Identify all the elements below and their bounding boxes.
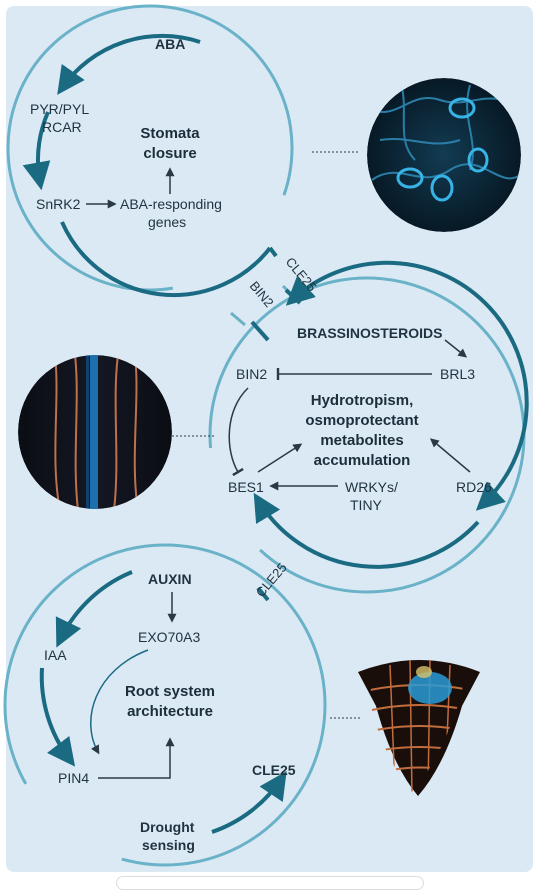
bin2-inhibits-bes1 [228,387,249,477]
brl3-label: BRL3 [440,366,475,382]
rd26-to-center [429,438,471,473]
middle-circle: BRASSINOSTEROIDS BIN2 BRL3 BES1 WRKYs/ T… [172,325,492,513]
inner-rings [22,33,529,834]
rd26-label: RD26 [456,479,492,495]
wrkys-label: WRKYs/ [345,479,398,495]
br-to-brl3 [444,339,468,358]
sensing-label: sensing [142,837,195,853]
cle25-top-connector: CLE25 [283,254,320,294]
root-tip-image [358,659,480,796]
cle25-bottom-connector: CLE25 [253,560,290,600]
metabolites-title: metabolites [320,432,403,449]
bin2-label: BIN2 [236,366,267,382]
drought-label: Drought [140,819,195,835]
auxin-label: AUXIN [148,571,192,587]
bes1-label: BES1 [228,479,264,495]
iaa-label: IAA [44,647,67,663]
bottom-circle: AUXIN IAA EXO70A3 PIN4 CLE25 Drought sen… [44,571,362,853]
stomata-image [367,78,521,232]
exo70a3-to-pin4 [90,649,149,755]
root-system-title: Root system [125,683,215,700]
exo70a3-label: EXO70A3 [138,629,200,645]
architecture-title: architecture [127,703,213,720]
closure-title: closure [143,145,196,162]
bes1-to-center [257,443,303,473]
stomata-title: Stomata [140,125,200,142]
bin2-connector: BIN2 [247,278,277,310]
accumulation-title: accumulation [314,452,411,469]
genes-label: genes [148,214,186,230]
snrk2-label: SnRK2 [36,196,81,212]
brassinosteroids-label: BRASSINOSTEROIDS [297,325,442,341]
aba-responding-label: ABA-responding [120,196,222,212]
aba-label: ABA [155,36,185,52]
pin4-label: PIN4 [58,770,89,786]
tiny-label: TINY [350,497,383,513]
top-circle: ABA PYR/PYL RCAR SnRK2 ABA-responding ge… [30,36,358,230]
osmoprotectant-title: osmoprotectant [305,412,418,429]
bottom-tab [116,876,424,890]
cle25-label: CLE25 [252,762,296,778]
root-vascular-image [18,355,172,509]
hydrotropism-title: Hydrotropism, [311,392,414,409]
pin4-to-title [98,737,175,779]
pyr-pyl-label: PYR/PYL [30,101,89,117]
rcar-label: RCAR [42,119,82,135]
